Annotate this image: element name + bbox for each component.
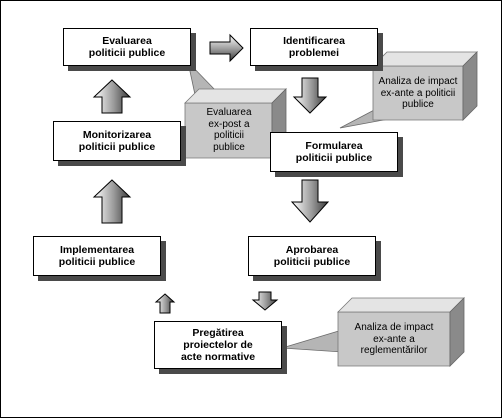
callout-ex-post-text: Evaluarea ex-post a politicii publice — [206, 107, 252, 153]
callout-ex-ante-reglementari — [281, 297, 465, 367]
box-implementarea: Implementarea politicii publice — [33, 236, 161, 276]
block-arrow-up-icon — [154, 293, 176, 314]
box-implementarea-label: Implementarea politicii publice — [58, 244, 136, 268]
block-arrow-up-icon — [92, 79, 132, 114]
box-evaluarea-label: Evaluarea politicii publice — [88, 35, 166, 59]
box-formularea-label: Formularea politicii publice — [295, 140, 373, 164]
block-arrow-right-icon — [209, 33, 244, 63]
box-identificarea: Identificarea problemei — [250, 28, 378, 66]
callout-ex-ante-politici-text: Analiza de impact ex-ante a politicii pu… — [378, 76, 458, 110]
callout-ex-ante-reglementari-text: Analiza de impact ex-ante a reglementări… — [354, 322, 434, 356]
box-evaluarea: Evaluarea politicii publice — [63, 28, 191, 66]
box-identificarea-label: Identificarea problemei — [283, 35, 345, 59]
block-arrow-up-icon — [92, 179, 132, 224]
box-aprobarea: Aprobarea politicii publice — [248, 236, 376, 276]
box-pregatirea: Pregătirea proiectelor de acte normative — [154, 321, 282, 369]
block-arrow-down-icon — [290, 179, 330, 223]
block-arrow-down-icon — [292, 77, 328, 114]
box-pregatirea-label: Pregătirea proiectelor de acte normative — [180, 327, 256, 363]
box-formularea: Formularea politicii publice — [270, 132, 398, 172]
block-arrow-down-icon — [251, 291, 279, 311]
callout-ex-ante-politici — [339, 51, 478, 129]
box-monitorizarea: Monitorizarea politicii publice — [53, 121, 181, 161]
box-monitorizarea-label: Monitorizarea politicii publice — [78, 129, 156, 153]
box-aprobarea-label: Aprobarea politicii publice — [273, 244, 351, 268]
